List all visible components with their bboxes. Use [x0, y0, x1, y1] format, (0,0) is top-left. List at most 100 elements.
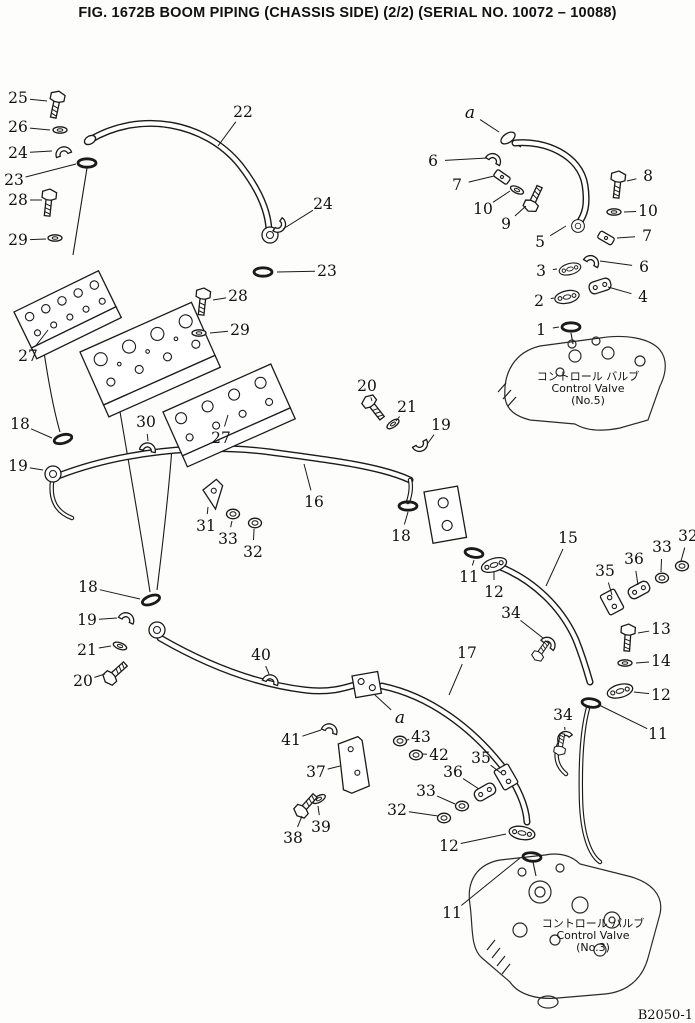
callout-leader [231, 521, 232, 527]
callout-number: 27 [18, 347, 38, 365]
callout-number: 18 [391, 527, 411, 545]
callout-leader [428, 435, 434, 443]
part-oring-18c [141, 593, 161, 607]
part-clamp-41 [321, 722, 339, 735]
pipe-5 [515, 143, 586, 224]
callout-leader [551, 298, 554, 299]
part-bracket-31 [201, 478, 229, 511]
part-flange-2 [554, 288, 581, 305]
callout-leader [472, 560, 474, 565]
part-bolt-8 [609, 170, 626, 198]
callout-number: 28 [8, 191, 28, 209]
callout-leader [636, 662, 649, 663]
part-washer-14 [618, 660, 632, 666]
part-oring-18 [53, 433, 73, 446]
part-fitting-34b-bolt [553, 733, 568, 756]
callout-number: 33 [416, 782, 436, 800]
callout-number: 7 [642, 227, 652, 245]
callout-number: 13 [651, 620, 671, 638]
callout-leader [638, 631, 649, 633]
part-nut-33c [456, 801, 469, 811]
callout-number: 12 [651, 686, 671, 704]
part-oring-11b [582, 698, 601, 709]
part-bolt-28b [194, 287, 211, 315]
callout-number: 31 [196, 517, 216, 535]
callout-leader [31, 429, 52, 438]
callout-leader [99, 646, 111, 648]
callout-number: 5 [535, 233, 545, 251]
part-oring-23b [254, 268, 272, 276]
callout-leader [553, 327, 559, 328]
part-nut-42 [410, 750, 423, 760]
part-flange-3 [558, 261, 582, 277]
callout-number: 6 [428, 152, 438, 170]
callout-number: 26 [8, 118, 28, 136]
part-block-35 [600, 589, 624, 616]
callout-number: 10 [638, 202, 658, 220]
part-elbow-5-end [572, 220, 585, 233]
callout-number: 43 [411, 728, 431, 746]
callout-number: 14 [651, 652, 671, 670]
callout-number: 3 [536, 262, 546, 280]
callout-leader [283, 210, 313, 229]
callout-leader [318, 806, 319, 815]
callout-leader [515, 206, 526, 216]
callout-number: 20 [357, 377, 377, 395]
callout-leader [463, 779, 479, 789]
part-bolt-20b [101, 659, 130, 687]
callout-leader [30, 99, 47, 101]
callout-number: 21 [397, 398, 417, 416]
callout-leader [461, 858, 520, 905]
callout-number: 21 [77, 641, 97, 659]
callout-leader [277, 271, 315, 272]
callout-leader [30, 151, 52, 152]
callout-number: 29 [8, 231, 28, 249]
callout-leader [147, 434, 148, 441]
part-clamp-19c [118, 610, 136, 624]
part-washer-29 [48, 235, 62, 241]
part-elbow-17-start [149, 622, 165, 638]
callout-number: 19 [431, 416, 451, 434]
callout-number: 36 [624, 550, 644, 568]
callout-leader [30, 128, 50, 130]
callout-leader [445, 158, 487, 160]
part-clamp-19 [413, 439, 431, 454]
callout-leader [600, 261, 632, 265]
callout-number: 25 [8, 89, 28, 107]
part-clamp-6 [486, 151, 504, 166]
callout-leader [617, 237, 635, 238]
part-washer-21b [112, 641, 127, 652]
callout-number: 33 [652, 538, 672, 556]
part-nut-33 [227, 509, 240, 519]
callout-leader [437, 796, 455, 804]
part-bolt-13 [620, 624, 636, 652]
annotation-leader [375, 695, 391, 710]
callout-number: 36 [443, 763, 463, 781]
callout-number: 24 [313, 195, 333, 213]
part-clamp-6b [584, 253, 602, 268]
callout-leader [627, 179, 636, 181]
callout-leader [207, 507, 208, 514]
part-flange-12b [606, 681, 634, 700]
callout-number: 10 [473, 200, 493, 218]
callout-number: 23 [317, 262, 337, 280]
callout-number: 1 [536, 321, 546, 339]
callout-leader [30, 239, 46, 240]
part-washer-21 [385, 417, 400, 430]
valve3-hatching [487, 940, 510, 974]
callout-number: 34 [553, 706, 573, 724]
callout-number: 16 [304, 493, 324, 511]
valve5-hatching [498, 383, 516, 406]
callout-leader [681, 548, 685, 561]
part-washer-26 [53, 127, 67, 133]
part-oring-18b [399, 502, 417, 510]
callout-number: 19 [77, 611, 97, 629]
callout-leader [218, 122, 236, 146]
part-washer-29b [192, 330, 206, 336]
callout-number: 12 [484, 583, 504, 601]
part-nut-32b [676, 561, 689, 571]
callout-number: 30 [136, 413, 156, 431]
